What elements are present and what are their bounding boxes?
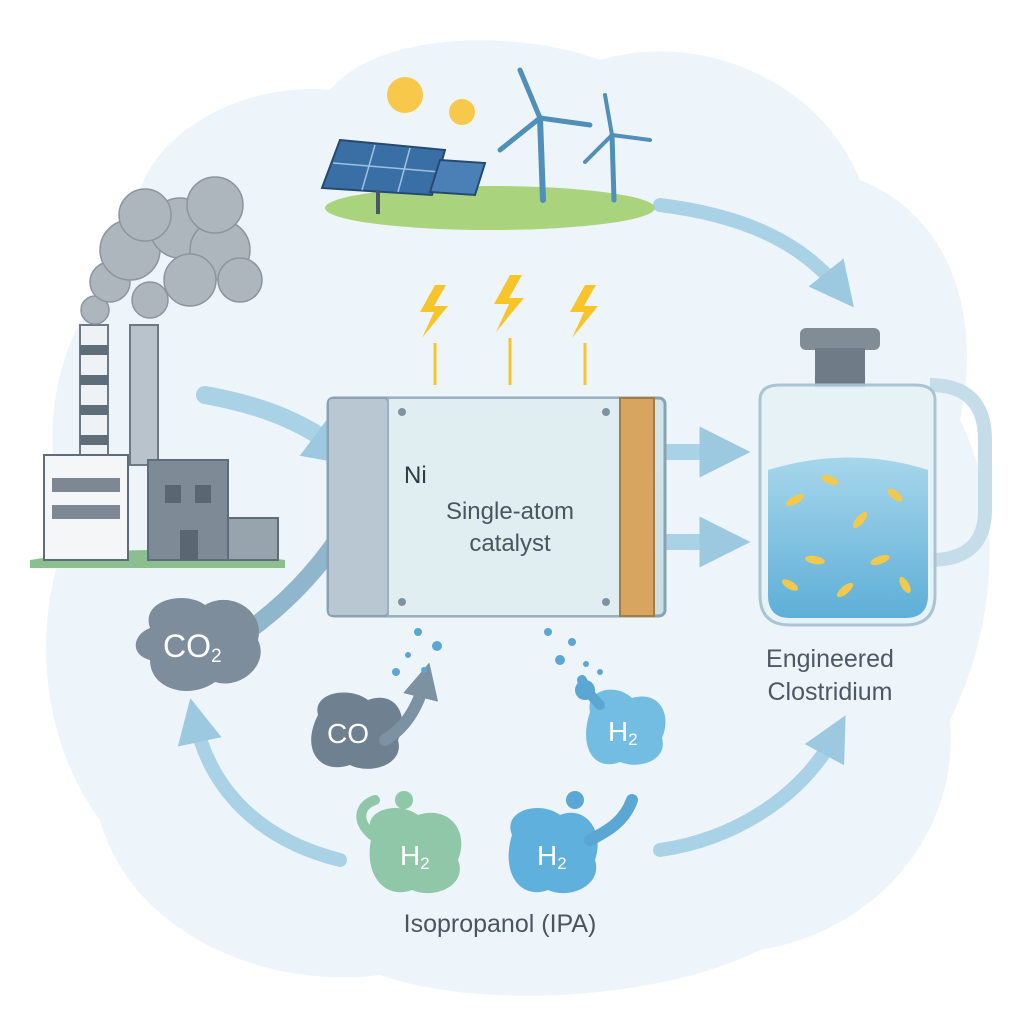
product-label: Isopropanol (IPA) bbox=[403, 910, 597, 938]
co-bubble bbox=[311, 692, 403, 769]
h2-right-bubble bbox=[586, 689, 666, 765]
bioreactor-jar-icon bbox=[758, 328, 992, 627]
h2-blue-formula: H2 bbox=[537, 840, 567, 874]
sun-icon bbox=[387, 77, 475, 125]
catalyst-description-label: Single-atom catalyst bbox=[445, 498, 575, 557]
h2-green-bubble bbox=[369, 807, 462, 894]
smoke-icon bbox=[80, 176, 263, 325]
h2-blue-bubble bbox=[508, 807, 598, 894]
renewables-to-reactor-arrow bbox=[653, 198, 855, 308]
h2-right-formula: H2 bbox=[608, 716, 638, 750]
electrolyzer-cell-icon bbox=[326, 396, 667, 618]
organism-label: Engineered Clostridium bbox=[766, 645, 894, 706]
wind-turbine-icon bbox=[497, 67, 652, 203]
co-formula: CO bbox=[327, 718, 369, 749]
product-to-reactor-arrow bbox=[653, 715, 846, 857]
co2-formula: CO2 bbox=[163, 628, 222, 667]
catalyst-element-label: Ni bbox=[404, 462, 427, 489]
h2-green-formula: H2 bbox=[400, 840, 430, 874]
return-to-co2-arrow bbox=[177, 698, 347, 867]
renewables-group bbox=[320, 67, 655, 230]
solar-panel-icon bbox=[320, 138, 487, 214]
co2-bubble bbox=[135, 598, 261, 691]
droplets bbox=[392, 628, 603, 676]
lightning-bolt-icon bbox=[420, 275, 598, 385]
flue-gas-arrow bbox=[196, 386, 364, 468]
molecules bbox=[135, 598, 666, 894]
factory-icon bbox=[30, 324, 285, 568]
bacteria-cells bbox=[781, 475, 911, 598]
